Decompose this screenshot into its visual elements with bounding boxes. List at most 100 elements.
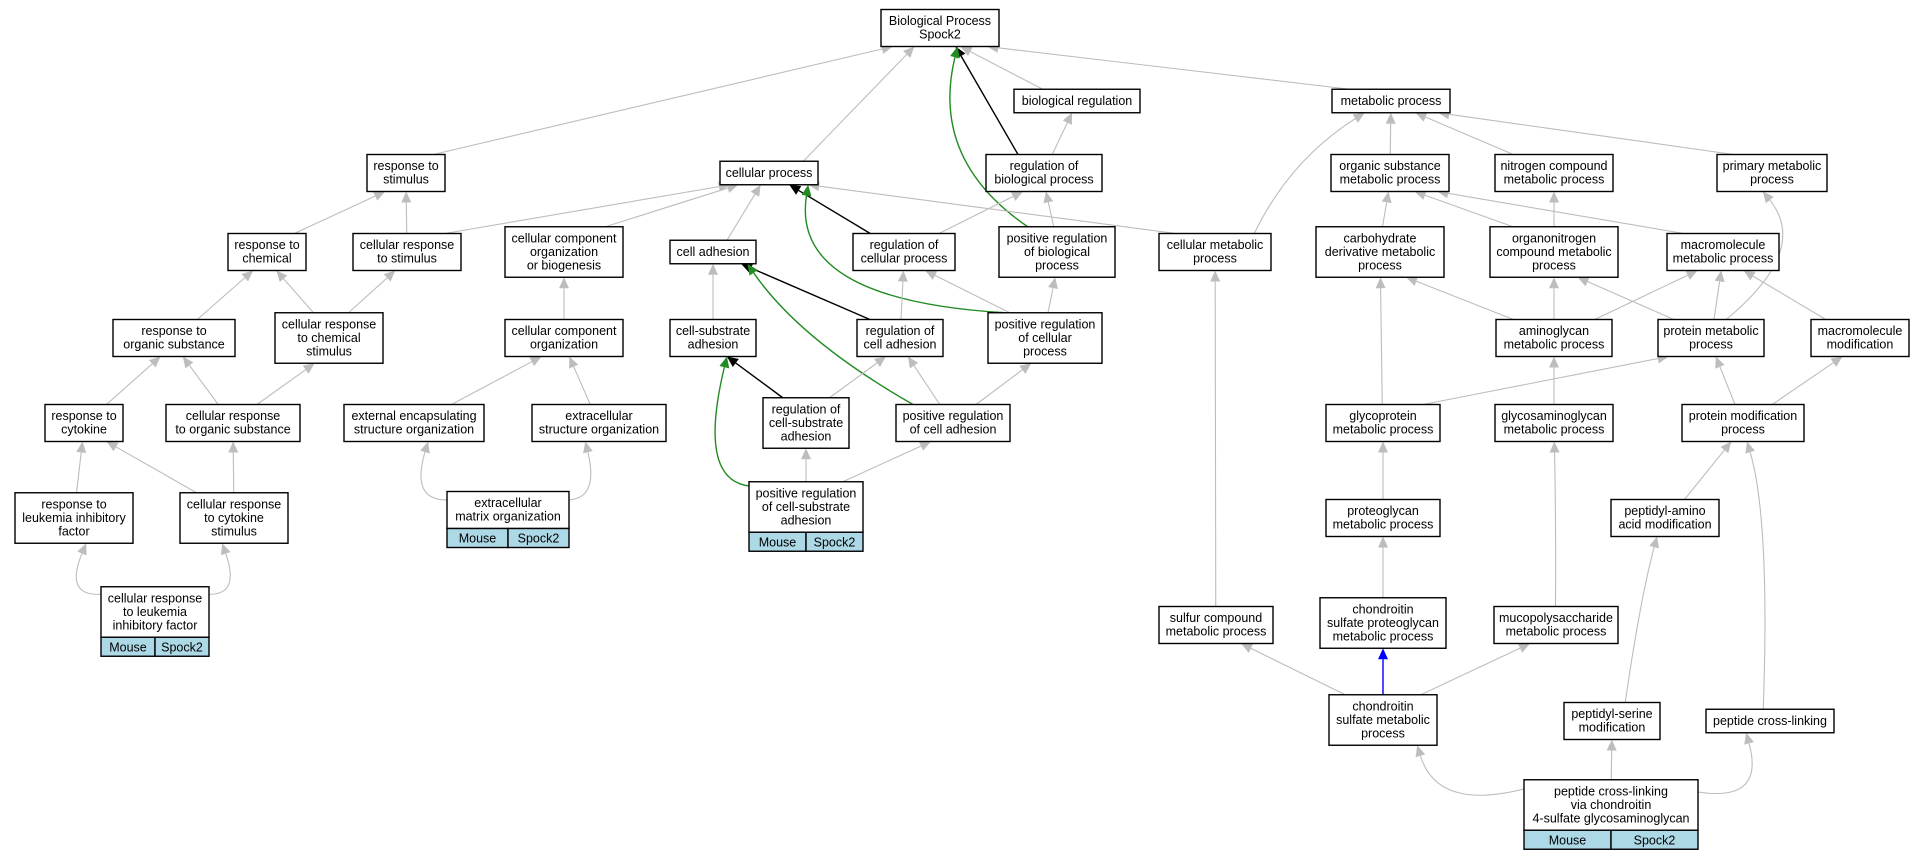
edge-posregcadh-to-posregcp bbox=[975, 369, 1023, 405]
node-label-line: metabolic process bbox=[1340, 173, 1441, 187]
node-box bbox=[1319, 597, 1447, 649]
node-box bbox=[352, 232, 462, 272]
edge-mucopoly-to-gag bbox=[1553, 452, 1557, 607]
node-label-line: response to bbox=[373, 159, 438, 173]
go-term-node-peptcross[interactable]: peptide cross-linking bbox=[1705, 708, 1835, 734]
node-label-line: adhesion bbox=[781, 429, 832, 443]
edge-rstim-to-bp bbox=[433, 48, 883, 156]
node-label-line: metabolic process bbox=[1504, 338, 1605, 352]
node-tag-label: Mouse bbox=[759, 535, 797, 549]
node-label-line: Spock2 bbox=[919, 28, 961, 42]
edge-macro-to-orgsub bbox=[1447, 192, 1684, 235]
node-tag-label: Spock2 bbox=[518, 532, 560, 546]
edge-nitro-to-metab bbox=[1425, 116, 1514, 156]
node-label-line: via chondroitin bbox=[1571, 798, 1652, 812]
edge-protmod-to-macromod bbox=[1771, 362, 1834, 405]
node-label-line: positive regulation bbox=[995, 317, 1096, 331]
arrowhead-posregbp-to-regbp bbox=[1043, 191, 1054, 204]
node-label-line: cellular process bbox=[726, 166, 813, 180]
node-label-line: stimulus bbox=[383, 173, 429, 187]
arrowhead-cco-to-ccob bbox=[559, 277, 569, 289]
node-box bbox=[343, 403, 485, 443]
node-label-line: metabolic process bbox=[1333, 518, 1434, 532]
node-label-line: biological process bbox=[994, 173, 1093, 187]
node-label-line: positive regulation bbox=[756, 486, 857, 500]
node-label-line: peptidyl-serine bbox=[1571, 707, 1652, 721]
arrowhead-cellp-to-bp bbox=[903, 46, 915, 58]
node-box bbox=[1315, 226, 1445, 278]
go-term-node-celladh[interactable]: cell adhesion bbox=[669, 239, 757, 265]
arrowhead-rlif-to-rcyt bbox=[76, 441, 87, 454]
node-label-line: protein metabolic bbox=[1663, 324, 1758, 338]
edge-breg-to-bp bbox=[970, 51, 1044, 90]
arrowhead-peptamino-to-protmod bbox=[1720, 441, 1732, 454]
go-term-node-cellp[interactable]: cellular process bbox=[719, 160, 819, 186]
edge-crchem-to-rchem bbox=[283, 278, 314, 314]
arrowhead-csadh-to-celladh bbox=[708, 263, 718, 275]
edge-peptamino-to-protmod bbox=[1684, 449, 1725, 500]
go-term-node-breg[interactable]: biological regulation bbox=[1013, 88, 1141, 114]
node-box bbox=[1610, 498, 1720, 538]
node-label-line: metabolic process bbox=[1506, 625, 1607, 639]
edge-crchem-to-crstim bbox=[348, 277, 388, 314]
node-label-line: to stimulus bbox=[377, 252, 437, 266]
node-box bbox=[1495, 318, 1613, 358]
go-term-node-metab[interactable]: metabolic process bbox=[1331, 88, 1451, 114]
node-label-line: extracellular bbox=[474, 496, 541, 510]
node-label-line: derivative metabolic bbox=[1325, 245, 1435, 259]
edge-cellp-to-bp bbox=[802, 54, 908, 162]
arrowhead-rorg-to-rchem bbox=[241, 270, 254, 282]
arrowhead-regcp-to-cellp bbox=[789, 184, 802, 195]
node-box bbox=[446, 490, 570, 530]
arrowhead-posregcp-to-posregbp bbox=[1048, 277, 1058, 290]
node-label-line: response to bbox=[234, 238, 299, 252]
